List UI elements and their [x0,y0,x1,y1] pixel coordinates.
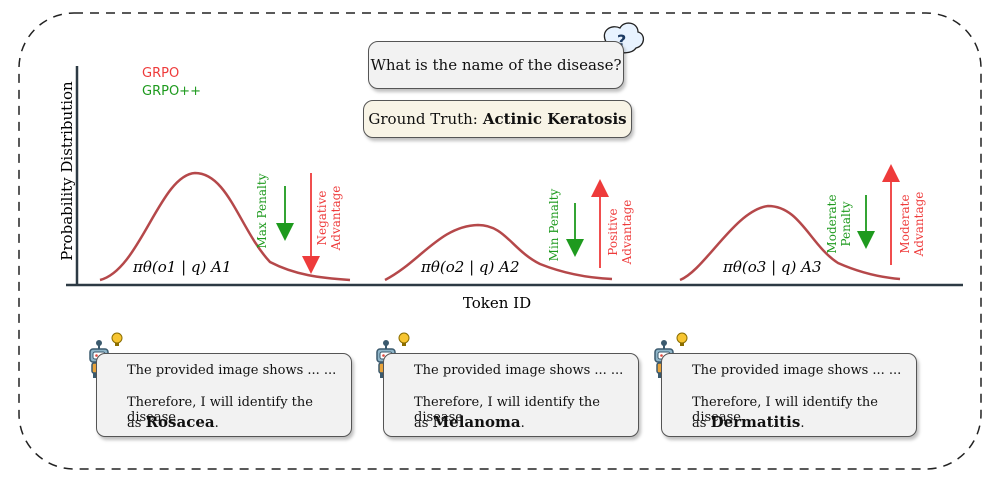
advantage-label-3-line2: Advantage [912,191,926,257]
distribution-curve-2 [384,223,613,282]
question-box: What is the name of the disease? [368,41,624,89]
legend-grpo: GRPO [142,66,180,81]
formula-label-3: πθ(o3 | q) A3 [723,258,822,276]
response-answer: Melanoma [432,413,521,431]
formula-label-1: πθ(o1 | q) A1 [133,258,232,276]
penalty-label-2: Min Penalty [547,188,561,262]
response-prefix: as [414,416,429,431]
lightbulb-icon [111,332,123,346]
x-axis-label: Token ID [462,294,532,312]
question-text: What is the name of the disease? [370,56,622,74]
response-line1: The provided image shows ... ... [127,363,337,378]
response-box-2: The provided image shows ... ... Therefo… [383,353,639,437]
advantage-label-2-line2: Advantage [620,199,634,265]
penalty-label-3: Moderate Penalty [825,184,853,264]
response-line2: Therefore, I will identify the disease [127,395,313,425]
formula-label-2: πθ(o2 | q) A2 [421,258,520,276]
legend-grpo-pp: GRPO++ [142,84,201,99]
lightbulb-icon [676,332,688,346]
response-prefix: as [692,416,707,431]
y-axis-label: Probability Distribution [58,81,76,261]
distribution-curve-1 [99,171,351,282]
response-suffix: . [520,416,525,431]
svg-text:?: ? [617,31,626,50]
ground-truth-answer: Actinic Keratosis [482,110,627,128]
response-line2: Therefore, I will identify the disease [414,395,600,425]
response-answer: Rosacea [145,413,215,431]
response-line3: as Rosacea. [127,413,219,431]
penalty-label-3-line2: Penalty [839,201,853,247]
response-box-3: The provided image shows ... ... Therefo… [661,353,917,437]
response-suffix: . [214,416,219,431]
ground-truth-prefix: Ground Truth: [368,110,478,128]
response-answer: Dermatitis [710,413,801,431]
response-line3: as Melanoma. [414,413,525,431]
ground-truth-box: Ground Truth: Actinic Keratosis [363,100,632,138]
response-box-1: The provided image shows ... ... Therefo… [96,353,352,437]
response-line1: The provided image shows ... ... [414,363,624,378]
advantage-label-3-line1: Moderate [898,194,912,254]
lightbulb-icon [398,332,410,346]
penalty-label-1: Max Penalty [255,173,269,249]
advantage-label-1: Negative Advantage [315,178,343,258]
advantage-label-1-line2: Advantage [329,185,343,251]
advantage-label-1-line1: Negative [315,190,329,246]
dashed-frame [18,12,982,470]
advantage-label-2-line1: Positive [606,208,620,256]
response-prefix: as [127,416,142,431]
response-suffix: . [800,416,805,431]
response-line1: The provided image shows ... ... [692,363,902,378]
response-line2: Therefore, I will identify the disease [692,395,878,425]
advantage-label-2: Positive Advantage [606,192,634,272]
advantage-label-3: Moderate Advantage [898,184,926,264]
penalty-label-3-line1: Moderate [825,194,839,254]
response-line3: as Dermatitis. [692,413,804,431]
distribution-curve-3 [679,204,901,282]
